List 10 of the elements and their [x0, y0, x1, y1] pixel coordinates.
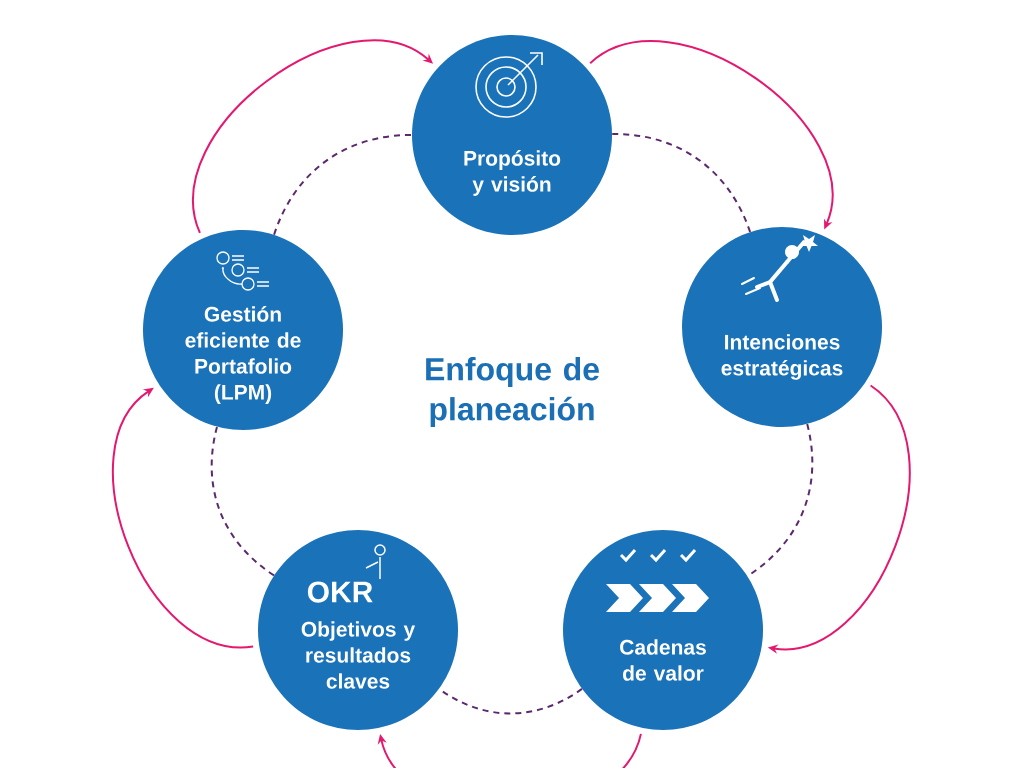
- circle-node: Intenciones estratégicas: [682, 227, 882, 427]
- circle-node: Propósito y visión: [412, 35, 612, 235]
- dashed-connector: [210, 425, 275, 577]
- circle-node: Gestión eficiente de Portafolio (LPM): [143, 230, 343, 430]
- dashed-connector: [611, 133, 752, 234]
- curved-arrow: [377, 732, 642, 768]
- title: Enfoque de planeación: [426, 357, 599, 427]
- dashed-connector: [273, 133, 413, 236]
- circle-node: OKR Objetivos y resultados claves: [258, 530, 458, 730]
- circle-node: Cadenas de valor: [563, 530, 763, 730]
